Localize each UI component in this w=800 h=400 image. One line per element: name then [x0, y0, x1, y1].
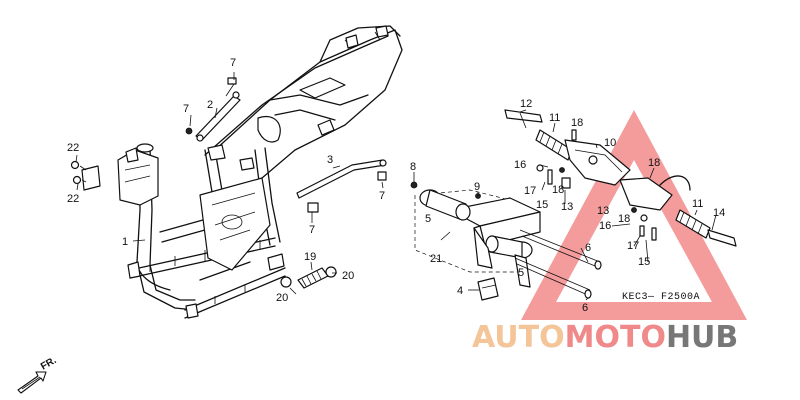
- callout-7c: 7: [309, 224, 315, 236]
- watermark-logo: AUTOMOTOHUB: [472, 320, 738, 355]
- callout-16b: 16: [599, 220, 611, 232]
- callout-20b: 20: [276, 292, 288, 304]
- callout-1: 1: [122, 236, 128, 248]
- frame-body: [117, 25, 403, 319]
- callout-15a: 15: [536, 199, 548, 211]
- rod-3: [296, 159, 387, 213]
- callout-17a: 17: [524, 185, 536, 197]
- callout-18a: 18: [571, 117, 583, 129]
- callout-7a: 7: [230, 57, 236, 69]
- callout-2: 2: [207, 99, 213, 111]
- left-footrest: [504, 109, 631, 189]
- callout-6b: 6: [582, 302, 588, 314]
- callout-7b: 7: [183, 103, 189, 115]
- callout-5a: 5: [425, 213, 431, 225]
- spring-19: [280, 266, 337, 289]
- right-footrest: [619, 175, 737, 247]
- callout-22a: 22: [67, 142, 79, 154]
- front-label: FR.: [39, 355, 59, 373]
- front-indicator: FR.: [17, 355, 59, 394]
- callout-13a: 13: [561, 201, 573, 213]
- strap-2: [195, 83, 241, 142]
- callout-20a: 20: [342, 270, 354, 282]
- callout-14: 14: [713, 207, 725, 219]
- callout-8: 8: [410, 161, 416, 173]
- callout-16a: 16: [514, 159, 526, 171]
- callout-21: 21: [430, 253, 442, 265]
- callout-9: 9: [474, 181, 480, 193]
- watermark-part-1: AUTO: [472, 320, 565, 355]
- diagram-code: KEC3— F2500A: [622, 292, 700, 303]
- callout-15b: 15: [638, 256, 650, 268]
- watermark-part-2: MOTO: [565, 320, 666, 355]
- callout-18b: 18: [552, 184, 564, 196]
- callout-7d: 7: [379, 190, 385, 202]
- callout-19: 19: [304, 251, 316, 263]
- callout-3: 3: [327, 154, 333, 166]
- callout-13b: 13: [597, 205, 609, 217]
- callout-4: 4: [457, 285, 463, 297]
- callout-22b: 22: [67, 193, 79, 205]
- front-arrow-icon: [17, 371, 47, 394]
- bracket-22: [70, 160, 101, 191]
- watermark-part-3: HUB: [666, 320, 738, 355]
- callout-18d: 18: [648, 157, 660, 169]
- callout-11b: 11: [692, 198, 703, 210]
- callout-labels: 1 2 3 4 5 5 6 6 7 7 7 7 8 9 10 11 11 12 …: [67, 57, 725, 314]
- leader-lines: [75, 72, 717, 301]
- callout-11a: 11: [549, 112, 560, 124]
- callout-12: 12: [520, 98, 532, 110]
- main-stand: [410, 181, 602, 301]
- callout-6a: 6: [585, 242, 591, 254]
- callout-5b: 5: [518, 267, 524, 279]
- callout-17b: 17: [627, 240, 639, 252]
- callout-18c: 18: [618, 213, 630, 225]
- callout-10: 10: [604, 137, 616, 149]
